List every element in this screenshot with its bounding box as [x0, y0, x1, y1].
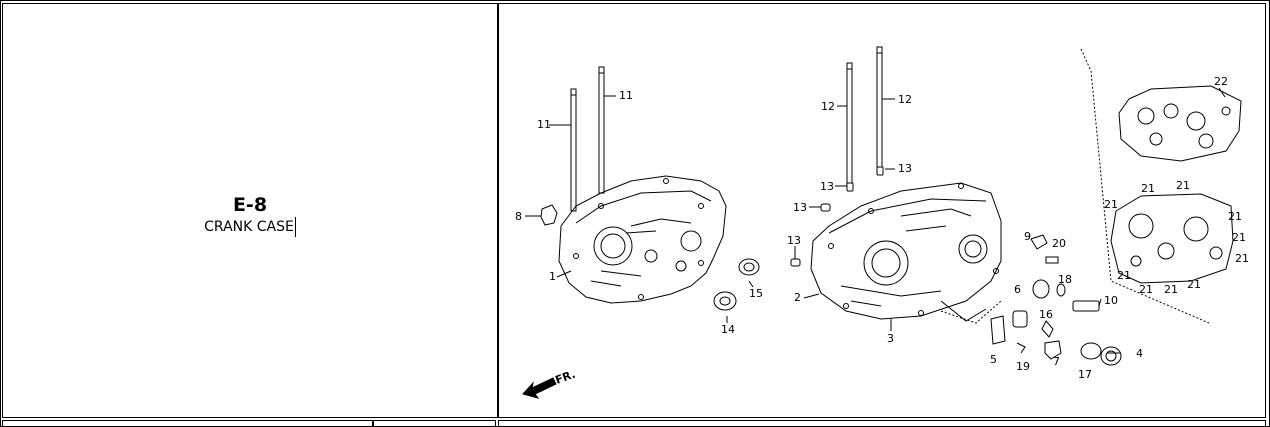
callout-5: 5 [990, 353, 997, 366]
callout-17: 17 [1078, 368, 1092, 381]
callout-10: 10 [1104, 294, 1118, 307]
next-row-border [0, 420, 1270, 427]
next-row-cell-3 [498, 420, 1266, 427]
callout-7: 7 [1053, 355, 1060, 368]
bracket-8 [540, 204, 558, 226]
gaskets [940, 48, 1242, 324]
callout-1: 1 [549, 270, 556, 283]
section-code: E-8 [232, 194, 268, 216]
right-crankcase-half [810, 182, 1002, 322]
callout-9: 9 [1024, 230, 1031, 243]
small-parts [990, 234, 1122, 366]
callout-20: 20 [1052, 237, 1066, 250]
callout-14: 14 [721, 323, 735, 336]
callout-12: 12 [821, 100, 835, 113]
callout-13: 13 [793, 201, 807, 214]
callout-leaders [525, 87, 1226, 354]
callout-21: 21 [1117, 269, 1131, 282]
callout-21: 21 [1164, 283, 1178, 296]
section-title: E-8 CRANK CASE [3, 194, 497, 237]
callout-6: 6 [1014, 283, 1021, 296]
callout-21: 21 [1235, 252, 1249, 265]
next-row-cell-1 [2, 420, 374, 427]
callout-22: 22 [1214, 75, 1228, 88]
crankcase-exploded-diagram: FR. 11 11 8 1 15 14 12 12 13 13 13 13 2 … [515, 46, 1249, 399]
callout-8: 8 [515, 210, 522, 223]
callout-11: 11 [537, 118, 551, 131]
callout-3: 3 [887, 332, 894, 345]
front-direction-arrow: FR. [522, 368, 578, 399]
section-title-cell: E-8 CRANK CASE [2, 3, 498, 418]
callout-labels: 11 11 8 1 15 14 12 12 13 13 13 13 2 3 9 … [515, 75, 1249, 381]
callout-21: 21 [1232, 231, 1246, 244]
callout-21: 21 [1141, 182, 1155, 195]
callout-18: 18 [1058, 273, 1072, 286]
callout-13: 13 [898, 162, 912, 175]
callout-21: 21 [1104, 198, 1118, 211]
front-direction-label: FR. [554, 368, 578, 387]
stud-bolts-11 [570, 66, 605, 212]
callout-4: 4 [1136, 347, 1143, 360]
callout-21: 21 [1139, 283, 1153, 296]
callout-12: 12 [898, 93, 912, 106]
callout-21: 21 [1187, 278, 1201, 291]
section-name[interactable]: CRANK CASE [204, 217, 296, 237]
callout-15: 15 [749, 287, 763, 300]
callout-16: 16 [1039, 308, 1053, 321]
next-row-cell-2 [372, 420, 496, 427]
dowel-pins-13 [790, 166, 884, 267]
callout-2: 2 [794, 291, 801, 304]
left-crankcase-half [558, 175, 727, 304]
callout-13: 13 [787, 234, 801, 247]
diagram-cell: FR. 11 11 8 1 15 14 12 12 13 13 13 13 2 … [498, 3, 1266, 418]
callout-19: 19 [1016, 360, 1030, 373]
stud-bolts-12 [846, 46, 883, 184]
callout-13: 13 [820, 180, 834, 193]
callout-21: 21 [1228, 210, 1242, 223]
bearings [713, 258, 760, 311]
callout-21: 21 [1176, 179, 1190, 192]
callout-11: 11 [619, 89, 633, 102]
